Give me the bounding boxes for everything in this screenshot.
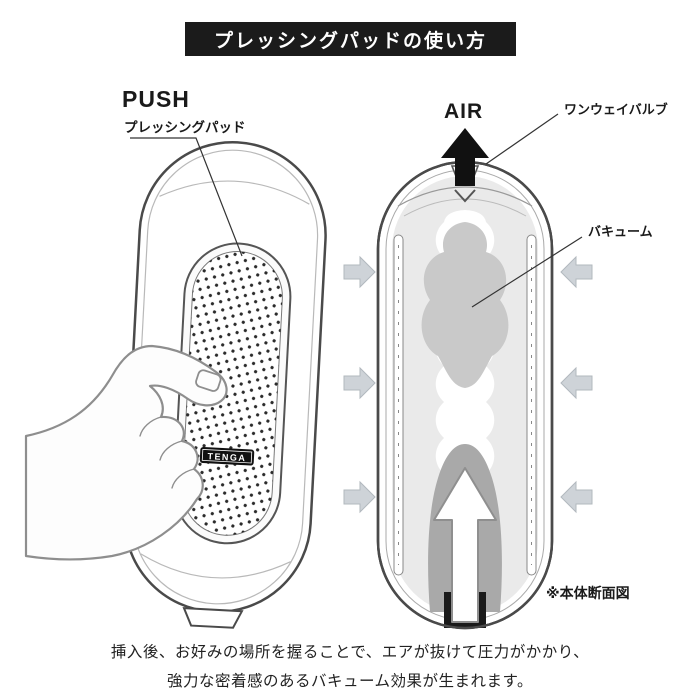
vacuum-pointer-line — [471, 236, 583, 308]
description-line-2: 強力な密着感のあるバキューム効果が生まれます。 — [167, 673, 533, 690]
one-way-valve-label: ワンウェイバルブ — [564, 102, 668, 117]
cross-section-note: ※本体断面図 — [546, 585, 630, 601]
pressing-pad-pointer-line — [130, 137, 243, 257]
device-illustration: TENGA — [123, 140, 327, 629]
fingernail — [195, 369, 222, 392]
description-line-1: 挿入後、お好みの場所を握ることで、エアが抜けて圧力がかかり、 — [110, 644, 590, 661]
page-title: プレッシングパッドの使い方 — [213, 30, 487, 52]
hand-illustration — [24, 344, 228, 561]
inward-arrow-icon — [560, 256, 593, 288]
inward-arrow-icon — [343, 367, 376, 399]
inward-arrow-icon — [560, 367, 593, 399]
vacuum-chamber-shape — [421, 222, 509, 388]
side-rails — [393, 234, 537, 576]
tenga-logo: TENGA — [199, 446, 255, 466]
inward-arrow-icon — [560, 481, 593, 513]
tenga-logo-text: TENGA — [207, 451, 246, 463]
inward-arrow-icon — [343, 256, 376, 288]
air-up-arrow-icon — [441, 128, 489, 186]
valve-pointer-line — [485, 113, 559, 165]
push-label: PUSH — [122, 86, 190, 112]
cross-section-illustration — [376, 160, 554, 630]
header-banner: プレッシングパッドの使い方 — [185, 22, 516, 56]
pressing-pad-label: プレッシングパッド — [124, 120, 246, 135]
pressing-pad — [173, 242, 292, 545]
inward-arrow-icon — [343, 481, 376, 513]
white-up-arrow-icon — [433, 467, 497, 623]
vacuum-label: バキューム — [588, 224, 653, 239]
device-base — [182, 607, 244, 629]
air-label: AIR — [444, 100, 484, 123]
